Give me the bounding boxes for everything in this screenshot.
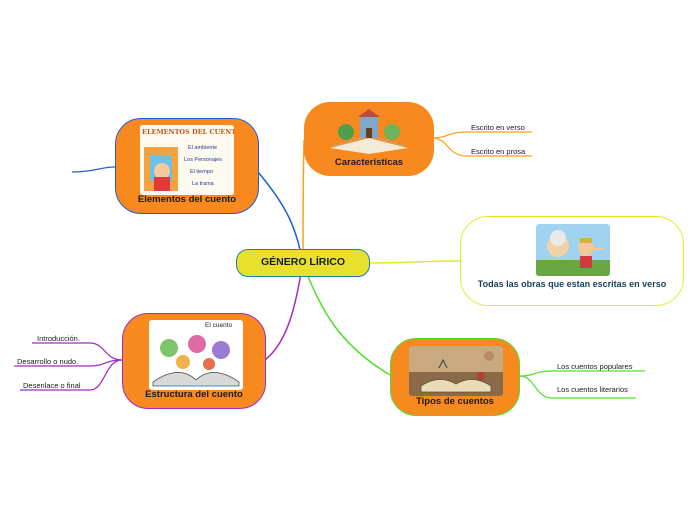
leaf-desenlace-o-final[interactable]: Desenlace o final	[23, 381, 81, 390]
topic-tipos-de-cuentos[interactable]: Tipos de cuentos	[390, 338, 520, 416]
link-carac-leaf1	[431, 131, 532, 139]
link-estructura	[264, 262, 304, 361]
estructura-illustration: El cuento	[149, 320, 243, 390]
topic-caracteristicas[interactable]: Caracteristicas	[304, 102, 434, 176]
estructura-image-title: El cuento	[205, 322, 233, 329]
leaf-escrito-en-verso[interactable]: Escrito en verso	[471, 123, 525, 132]
topic-estructura-del-cuento[interactable]: El cuento Estructura del cuento	[122, 313, 266, 409]
todas-illustration	[536, 224, 610, 276]
link-tipos-leaf1	[519, 370, 645, 377]
caracteristicas-label: Caracteristicas	[334, 157, 404, 168]
estructura-label: Estructura del cuento	[145, 389, 243, 400]
leaf-introduccion[interactable]: Introducción.	[37, 334, 80, 343]
link-tipos	[302, 262, 391, 376]
link-estr-leaf1	[32, 342, 123, 361]
elementos-image-title: ELEMENTOS DEL CUENTO	[142, 128, 234, 136]
link-elementos-stub	[71, 166, 116, 173]
caracteristicas-illustration	[324, 108, 414, 156]
elementos-image-item-3: El tiempo	[190, 169, 213, 175]
leaf-escrito-en-prosa[interactable]: Escrito en prosa	[471, 147, 526, 156]
link-tipos-leaf2	[519, 375, 636, 399]
elementos-label: Elementos del cuento	[137, 194, 237, 205]
link-estr-leaf2	[14, 359, 123, 367]
elementos-image-item-1: El ambiente	[188, 145, 218, 151]
elementos-image-item-4: La trama	[192, 181, 214, 187]
central-topic[interactable]: GÉNERO LÍRICO	[236, 249, 370, 277]
link-carac-leaf2	[431, 137, 532, 157]
topic-todas-las-obras[interactable]: Todas las obras que estan escritas en ve…	[460, 216, 684, 306]
leaf-cuentos-populares[interactable]: Los cuentos populares	[557, 362, 633, 371]
link-todas	[369, 260, 461, 264]
elementos-illustration: ELEMENTOS DEL CUENTO El ambiente Los Per…	[140, 125, 234, 195]
leaf-desarrollo-o-nudo[interactable]: Desarrollo o nudo.	[17, 357, 79, 366]
central-topic-label: GÉNERO LÍRICO	[260, 256, 345, 268]
leaf-cuentos-literarios[interactable]: Los cuentos literarios	[557, 385, 628, 394]
link-estr-leaf3	[20, 359, 123, 391]
link-caracteristicas	[302, 139, 305, 264]
elementos-image-item-2: Los Personajes	[184, 157, 222, 163]
topic-elementos-del-cuento[interactable]: ELEMENTOS DEL CUENTO El ambiente Los Per…	[115, 118, 259, 214]
tipos-label: Tipos de cuentos	[416, 396, 494, 407]
tipos-illustration	[409, 346, 503, 396]
todas-label: Todas las obras que estan escritas en ve…	[477, 279, 667, 289]
